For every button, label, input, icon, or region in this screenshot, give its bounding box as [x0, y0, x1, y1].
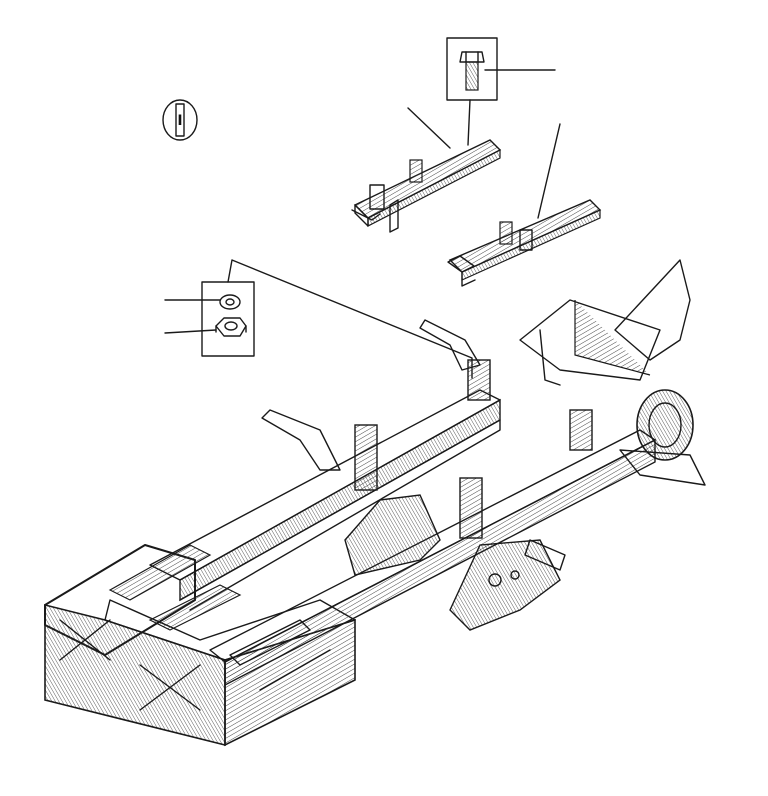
bolt-connector-line	[467, 99, 471, 146]
rear-box-front	[44, 603, 226, 747]
nut-leader-line	[164, 329, 217, 334]
chassis-frame	[44, 259, 706, 747]
crossmember-upper-leader	[407, 107, 451, 149]
upright-post-rear	[467, 359, 491, 401]
fastener-connector-line	[227, 259, 473, 379]
bolt-callout	[446, 37, 556, 146]
hex-nut-icon	[215, 317, 247, 337]
bolt-icon	[459, 51, 485, 91]
spring-hanger-left	[344, 494, 441, 576]
section-badge: I	[162, 99, 198, 141]
fastener-callout	[164, 259, 473, 379]
lock-washer-icon	[219, 294, 241, 310]
badge-glyph-frame	[175, 103, 185, 137]
badge-oval	[162, 99, 198, 141]
bolt-callout-box	[446, 37, 498, 101]
fastener-callout-box	[201, 281, 255, 357]
crossmember-lower-leader	[537, 123, 561, 219]
crossmember-lower	[447, 123, 602, 287]
front-roller-cylinder	[636, 389, 694, 461]
upright-post-center	[459, 477, 483, 539]
spring-hanger-right	[449, 539, 561, 631]
upright-post-right	[569, 409, 593, 451]
crossmember-upper	[351, 107, 502, 233]
badge-label: I	[177, 113, 182, 129]
upright-post-left	[354, 424, 378, 491]
front-support-plate	[519, 299, 661, 381]
